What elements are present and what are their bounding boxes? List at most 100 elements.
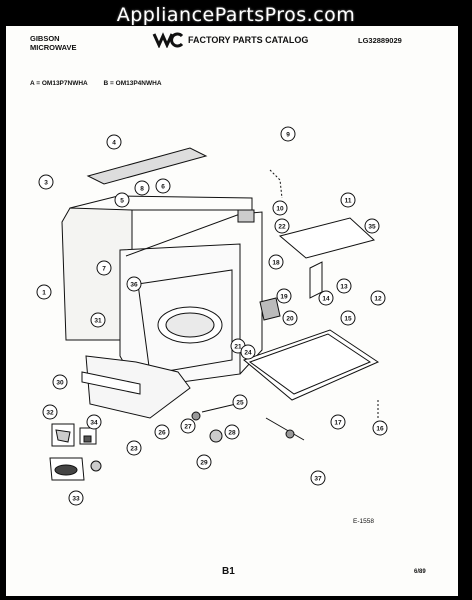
cabinet-outline [49,147,380,481]
model-b: B = OM13P4NWHA [103,80,162,87]
callout-circle [42,404,58,420]
callout-number: 16 [376,425,384,432]
callout-number: 1 [42,289,46,296]
callout-number: 4 [112,139,116,146]
drawing-id: E-1558 [353,518,374,525]
wci-logo [152,32,184,48]
callout-circle [276,288,292,304]
callout-circle [90,312,106,328]
callout-circle [68,490,84,506]
callout-number: 25 [236,399,244,406]
callout-circle [134,180,150,196]
callout-20: 20 [282,310,298,326]
callout-circle [274,218,290,234]
callout-circle [224,424,240,440]
callout-number: 15 [344,315,352,322]
callout-11: 11 [340,192,356,208]
callout-19: 19 [276,288,292,304]
callout-number: 9 [286,131,290,138]
callout-number: 31 [94,317,102,324]
callout-circle [372,420,388,436]
callout-circle [96,260,112,276]
callout-number: 24 [244,349,252,356]
callout-16: 16 [372,420,388,436]
callout-number: 23 [130,445,138,452]
callout-circle [364,218,380,234]
callout-29: 29 [196,454,212,470]
callout-6: 6 [155,178,171,194]
callout-circle [38,174,54,190]
callout-number: 10 [276,205,284,212]
callout-8: 8 [134,180,150,196]
callout-number: 17 [334,419,342,426]
callout-number: 14 [322,295,330,302]
callout-circle [180,418,196,434]
callout-37: 37 [310,470,326,486]
watermark-text: AppliancePartsPros.com [116,4,356,26]
callout-number: 22 [278,223,286,230]
callout-28: 28 [224,424,240,440]
callout-circle [318,290,334,306]
callout-circle [154,424,170,440]
callout-circle [240,344,256,360]
callout-13: 13 [336,278,352,294]
callout-27: 27 [180,418,196,434]
callout-number: 7 [102,265,106,272]
callout-26: 26 [154,424,170,440]
page-code: B1 [222,566,235,577]
catalog-title: FACTORY PARTS CATALOG [188,35,309,45]
callout-circle [106,134,122,150]
callout-9: 9 [280,126,296,142]
callout-33: 33 [68,490,84,506]
callout-labels: 1345678910111213141516171819202122232425… [36,126,388,506]
callout-number: 18 [272,259,280,266]
callout-23: 23 [126,440,142,456]
callout-15: 15 [340,310,356,326]
callout-number: 12 [374,295,382,302]
callout-circle [36,284,52,300]
callout-circle [310,470,326,486]
callout-17: 17 [330,414,346,430]
callout-31: 31 [90,312,106,328]
callout-7: 7 [96,260,112,276]
callout-10: 10 [272,200,288,216]
callout-circle [330,414,346,430]
callout-circle [282,310,298,326]
callout-number: 21 [234,343,242,350]
date-code: 6/89 [414,569,426,575]
brand-name: GIBSON [30,34,60,43]
document-code: LG32889029 [358,36,402,45]
callout-number: 27 [184,423,192,430]
callout-36: 36 [126,276,142,292]
callout-circle [272,200,288,216]
callout-number: 32 [46,409,54,416]
model-a: A = OM13P7NWHA [30,80,88,87]
callout-12: 12 [370,290,386,306]
callout-circle [126,440,142,456]
brand-block: GIBSON MICROWAVE [30,34,77,52]
callout-number: 35 [368,223,376,230]
product-line: MICROWAVE [30,43,77,52]
callout-number: 13 [340,283,348,290]
callout-22: 22 [274,218,290,234]
callout-number: 5 [120,197,124,204]
callout-number: 36 [130,281,138,288]
callout-number: 3 [44,179,48,186]
callout-circle [196,454,212,470]
callout-circle [280,126,296,142]
callout-5: 5 [114,192,130,208]
callout-1: 1 [36,284,52,300]
callout-number: 20 [286,315,294,322]
callout-number: 34 [90,419,98,426]
callout-circle [52,374,68,390]
callout-35: 35 [364,218,380,234]
callout-3: 3 [38,174,54,190]
callout-number: 37 [314,475,322,482]
callout-number: 6 [161,183,165,190]
callout-4: 4 [106,134,122,150]
callout-14: 14 [318,290,334,306]
callout-number: 29 [200,459,208,466]
callout-circle [232,394,248,410]
callout-number: 30 [56,379,64,386]
